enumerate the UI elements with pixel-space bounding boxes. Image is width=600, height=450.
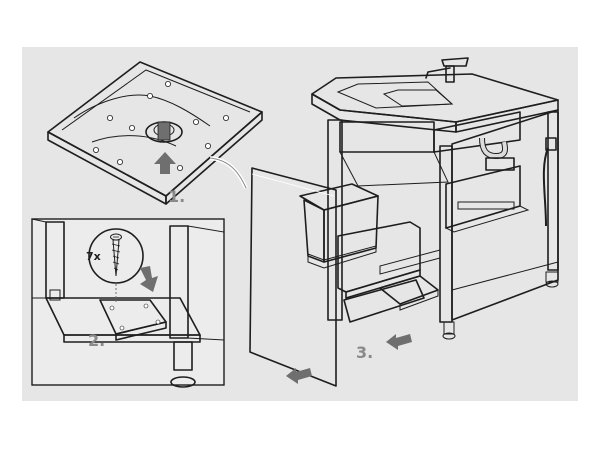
step2-inset: 7x [31, 218, 225, 388]
push-in-arrow-lower [286, 368, 312, 384]
push-in-arrow-right [386, 334, 412, 350]
floor-base-plate [379, 275, 439, 311]
screw-icon [110, 233, 122, 277]
mounting-bracket [99, 299, 167, 341]
waste-bin [299, 183, 379, 269]
step1-label: 1. [168, 187, 185, 206]
step3-label: 3. [356, 343, 373, 362]
drain-pipes [479, 137, 515, 171]
plate-holes [93, 81, 229, 171]
drawer-runner [444, 165, 530, 233]
electrical-outlet [542, 137, 557, 227]
turntable-knob [145, 121, 183, 143]
step2-frame [31, 218, 225, 386]
rotate-up-arrow [154, 152, 176, 174]
screw-count-label: 7x [86, 250, 101, 263]
step1-base-plate [47, 61, 263, 205]
faucet [425, 57, 469, 83]
cabinet-door-panel [249, 167, 337, 387]
screw-callout-circle [88, 228, 144, 284]
step3-cabinet [249, 57, 559, 387]
step2-label: 2. [88, 331, 105, 350]
step2-down-arrow [140, 266, 158, 292]
